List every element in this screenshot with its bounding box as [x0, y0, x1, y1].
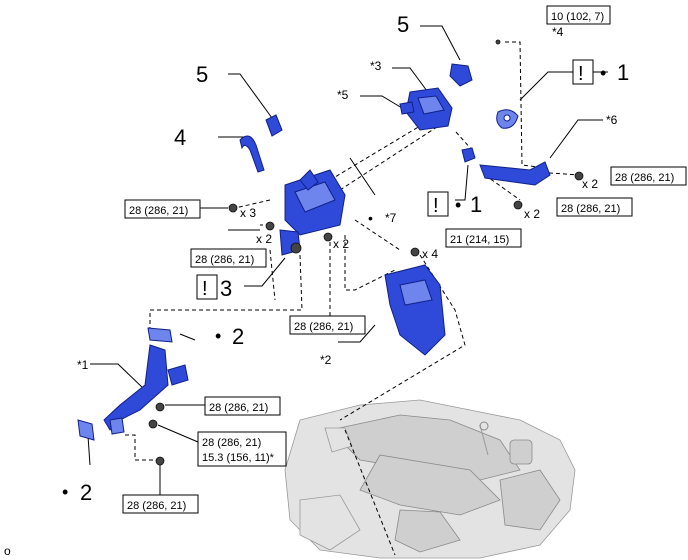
exclaim-icon: ! [202, 278, 208, 300]
count-x2-left: x 2 [256, 232, 272, 246]
hose-part-5-right [449, 63, 473, 87]
caution-marker-part-1-mid: ! • 1 [427, 191, 482, 217]
bullet-icon: • [600, 63, 606, 83]
label-star-1: *1 [77, 358, 89, 372]
gasket-part-2-top [147, 327, 173, 343]
label-part-2-bottom: 2 [80, 480, 92, 505]
bullet-icon: • [62, 482, 68, 502]
bullet-icon: • [455, 195, 461, 215]
torque-box-right-1: 28 (286, 21) [610, 166, 687, 186]
count-x2-center: x 2 [333, 237, 349, 251]
torque-box-center: 28 (286, 21) [289, 315, 366, 335]
engine-block-illustration [284, 399, 576, 559]
dashed-leaders [125, 41, 581, 556]
label-star-7: *7 [385, 211, 397, 225]
corner-mark: o [4, 544, 11, 558]
svg-text:21 (214, 15): 21 (214, 15) [450, 234, 509, 246]
fasteners [148, 39, 584, 466]
torque-box-mid: 21 (214, 15) [445, 228, 522, 248]
bracket-part-2 [384, 264, 446, 356]
egr-cooler-assembly [279, 169, 346, 256]
caution-marker-part-3: ! 3 [196, 274, 232, 301]
svg-text:10 (102, 7): 10 (102, 7) [551, 11, 604, 23]
torque-box-left-2: 28 (286, 21) [190, 248, 267, 268]
callout-numbers: 5 5 4 *3 *5 *6 *4 *7 *2 *1 o [4, 12, 618, 558]
torque-box-bottom: 28 (286, 21) [122, 494, 199, 514]
label-star-2: *2 [320, 353, 332, 367]
hose-part-4 [239, 135, 265, 173]
svg-text:15.3 (156, 11)*: 15.3 (156, 11)* [202, 452, 275, 464]
label-part-1-mid: 1 [470, 192, 482, 217]
label-part-5-left: 5 [196, 62, 208, 87]
gasket-part-2-bottom [77, 419, 95, 441]
svg-text:28 (286, 21): 28 (286, 21) [195, 254, 254, 266]
gasket-part-1-right [496, 109, 519, 129]
count-x2-right-2: x 2 [524, 207, 540, 221]
torque-box-pipe-2: 28 (286, 21) 15.3 (156, 11)* [197, 431, 287, 467]
label-part-2-group-bottom: • 2 [62, 480, 92, 505]
exclaim-icon: ! [578, 63, 584, 85]
egr-pipe-right [461, 147, 551, 186]
label-part-3: 3 [220, 276, 232, 301]
hose-part-5-left [265, 114, 283, 137]
count-x3: x 3 [240, 206, 256, 220]
torque-box-top: 10 (102, 7) [546, 5, 611, 25]
label-star-5: *5 [337, 88, 349, 102]
svg-text:28 (286, 21): 28 (286, 21) [202, 437, 261, 449]
count-x2-right-1: x 2 [582, 177, 598, 191]
torque-box-left-1: 28 (286, 21) [124, 199, 201, 219]
caution-marker-part-1-top: ! • 1 [572, 59, 629, 85]
label-star-6: *6 [606, 113, 618, 127]
label-part-2-group-top: • 2 [215, 324, 244, 349]
count-x4: x 4 [422, 247, 438, 261]
svg-text:28 (286, 21): 28 (286, 21) [294, 321, 353, 333]
torque-box-right-2: 28 (286, 21) [556, 197, 633, 217]
label-star-4: *4 [552, 25, 564, 39]
exclaim-icon: ! [433, 195, 439, 217]
svg-text:28 (286, 21): 28 (286, 21) [127, 500, 186, 512]
label-star-3: *3 [370, 59, 382, 73]
svg-text:28 (286, 21): 28 (286, 21) [615, 172, 674, 184]
svg-text:28 (286, 21): 28 (286, 21) [129, 205, 188, 217]
egr-pipe-left-part-1 [103, 344, 189, 435]
label-part-5-top-right: 5 [397, 12, 409, 37]
label-part-2-top: 2 [232, 324, 244, 349]
egr-valve-assembly [399, 87, 453, 131]
svg-text:28 (286, 21): 28 (286, 21) [209, 402, 268, 414]
label-part-4: 4 [174, 125, 186, 150]
svg-text:28 (286, 21): 28 (286, 21) [561, 203, 620, 215]
bullet-star-7: • [368, 210, 373, 226]
label-part-1-top: 1 [617, 60, 629, 85]
bullet-icon: • [215, 326, 221, 346]
torque-box-pipe-1: 28 (286, 21) [204, 396, 281, 416]
